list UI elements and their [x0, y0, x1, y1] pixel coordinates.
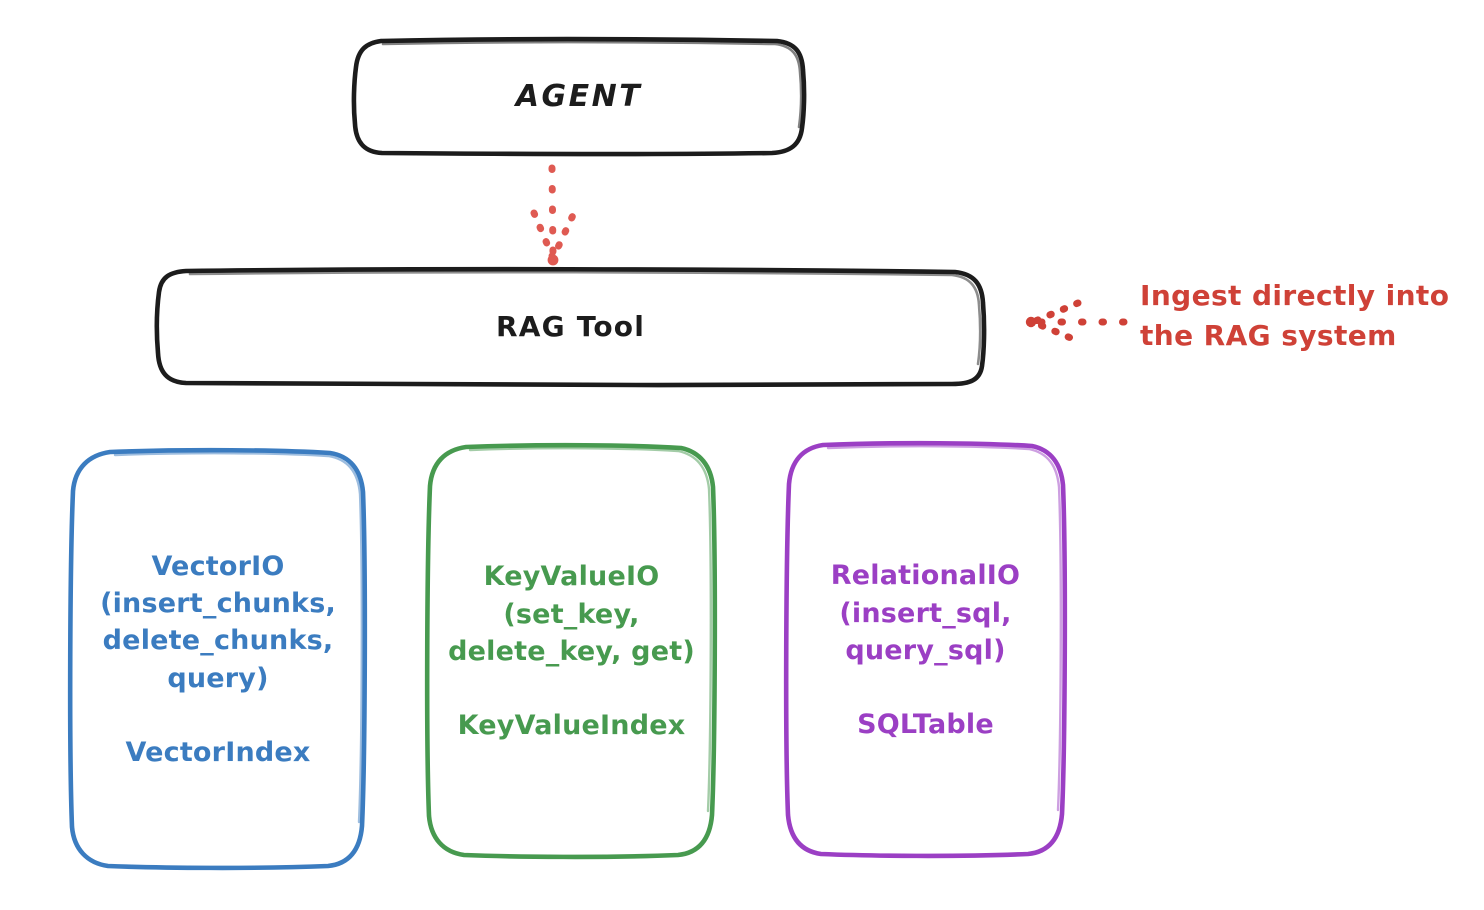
agent-node[interactable]: AGENT [355, 40, 803, 153]
vector-io-node[interactable]: VectorIO (insert_chunks, delete_chunks, … [72, 451, 364, 868]
key-value-io-node[interactable]: KeyValueIO (set_key, delete_key, get) Ke… [430, 446, 713, 857]
ingest-annotation: Ingest directly into the RAG system [1140, 276, 1470, 356]
ingest-annotation-label: Ingest directly into the RAG system [1140, 279, 1450, 352]
ingest-to-rag-tool-arrow [1024, 299, 1128, 345]
relational-io-node[interactable]: RelationalIO (insert_sql, query_sql) SQL… [788, 444, 1063, 857]
agent-node-label: AGENT [515, 78, 643, 114]
relational-io-node-label: RelationalIO (insert_sql, query_sql) SQL… [830, 560, 1021, 741]
rag-tool-node[interactable]: RAG Tool [158, 270, 983, 384]
vector-io-node-label: VectorIO (insert_chunks, delete_chunks, … [100, 550, 336, 768]
rag-tool-node-label: RAG Tool [495, 309, 645, 343]
key-value-io-node-label: KeyValueIO (set_key, delete_key, get) Ke… [448, 561, 695, 742]
agent-to-rag-tool-arrow [530, 164, 578, 267]
